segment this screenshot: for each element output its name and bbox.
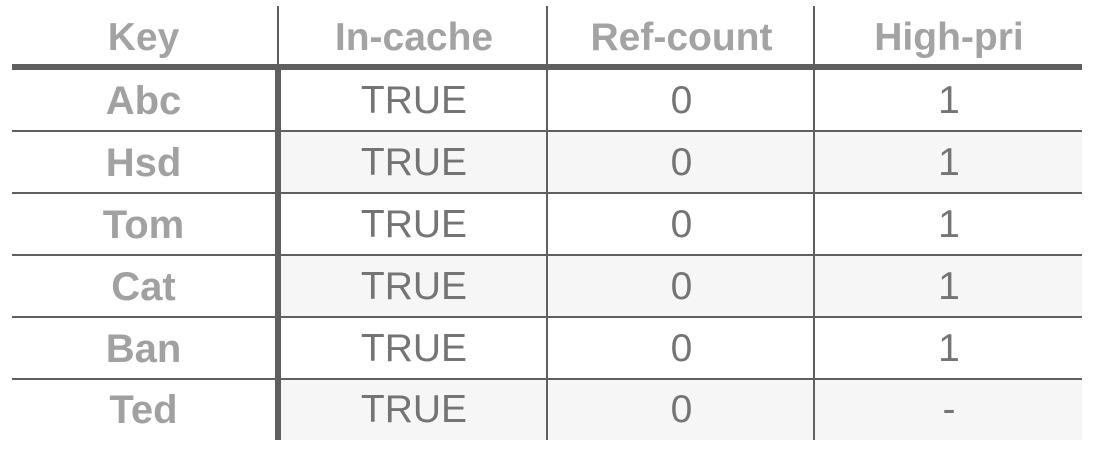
ref-count-cell: 0: [670, 265, 693, 308]
cache-table: Key In-cache Ref-count High-pri Abc TRUE…: [12, 6, 1082, 440]
high-pri-cell: 1: [938, 265, 960, 308]
in-cache-cell: TRUE: [360, 203, 468, 246]
high-pri-cell: 1: [938, 203, 960, 246]
high-pri-cell: 1: [938, 79, 960, 122]
high-pri-cell: 1: [938, 327, 960, 370]
table-row: Abc TRUE 0 1: [12, 70, 1082, 132]
key-cell: Cat: [111, 264, 176, 309]
key-cell: Tom: [102, 202, 185, 247]
ref-count-cell: 0: [670, 203, 693, 246]
header-in-cache: In-cache: [334, 16, 494, 59]
key-cell: Hsd: [105, 140, 182, 185]
key-cell: Ban: [105, 326, 182, 371]
in-cache-cell: TRUE: [360, 265, 468, 308]
key-column-divider: [275, 66, 281, 440]
row-shading: [281, 256, 1082, 318]
table-row: Cat TRUE 0 1: [12, 256, 1082, 318]
ref-count-cell: 0: [670, 79, 693, 122]
column-divider: [546, 6, 548, 440]
header-ref-count: Ref-count: [590, 16, 773, 59]
key-cell: Abc: [105, 78, 182, 123]
ref-count-cell: 0: [670, 141, 693, 184]
key-cell: Ted: [109, 387, 178, 432]
header-divider: [12, 64, 1082, 70]
in-cache-cell: TRUE: [360, 141, 468, 184]
ref-count-cell: 0: [670, 327, 693, 370]
table-row: Ban TRUE 0 1: [12, 318, 1082, 380]
header-high-pri: High-pri: [874, 16, 1024, 59]
header-column-divider: [277, 6, 279, 66]
column-divider: [813, 6, 815, 440]
table-row: Hsd TRUE 0 1: [12, 132, 1082, 194]
high-pri-cell: 1: [938, 141, 960, 184]
in-cache-cell: TRUE: [360, 79, 468, 122]
table-row: Ted TRUE 0 -: [12, 380, 1082, 440]
table-row: Tom TRUE 0 1: [12, 194, 1082, 256]
in-cache-cell: TRUE: [360, 327, 468, 370]
table-header: Key In-cache Ref-count High-pri: [12, 6, 1082, 66]
in-cache-cell: TRUE: [360, 388, 468, 431]
ref-count-cell: 0: [670, 388, 693, 431]
row-shading: [281, 380, 1082, 440]
header-key: Key: [107, 16, 180, 59]
row-shading: [281, 132, 1082, 194]
high-pri-cell: -: [942, 388, 956, 431]
